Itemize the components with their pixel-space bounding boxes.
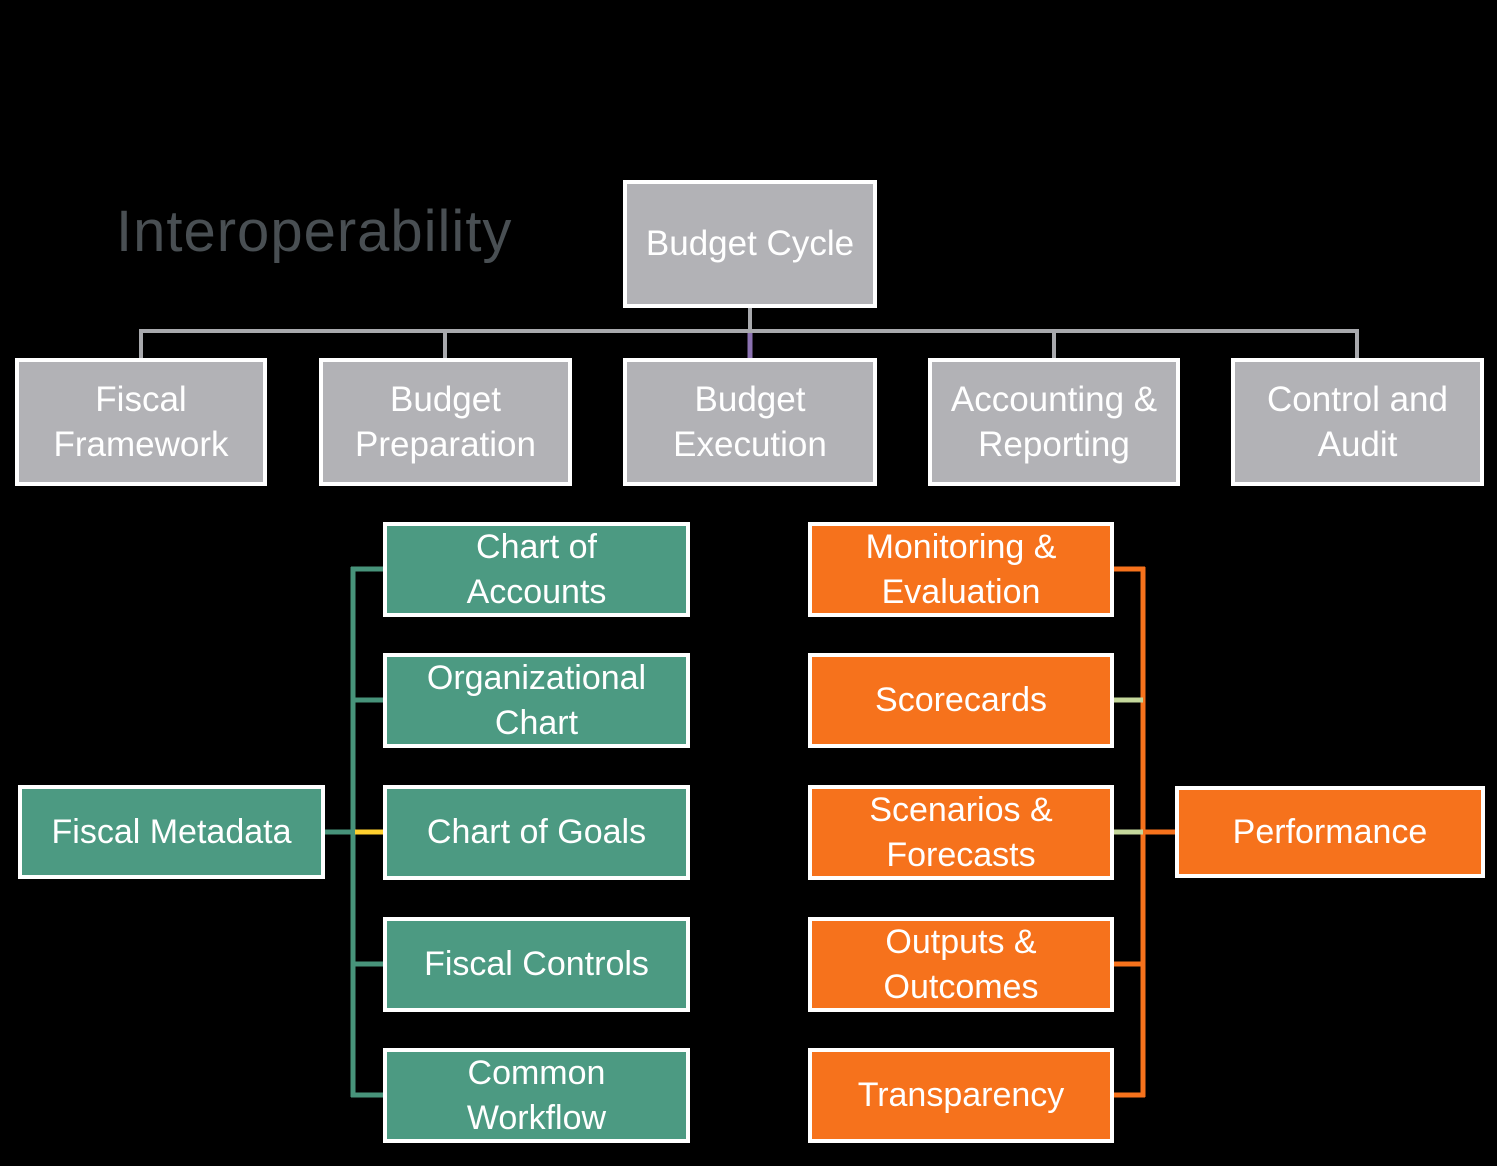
node-outputs-outcomes: Outputs & Outcomes xyxy=(808,917,1114,1012)
node-budget-preparation: Budget Preparation xyxy=(319,358,572,486)
node-budget-cycle-label: Budget Cycle xyxy=(645,224,855,264)
node-monitoring-evaluation: Monitoring & Evaluation xyxy=(808,522,1114,617)
node-fiscal-controls: Fiscal Controls xyxy=(383,917,690,1012)
node-fiscal-framework: Fiscal Framework xyxy=(15,358,267,486)
node-scorecards: Scorecards xyxy=(808,653,1114,748)
node-accounting-reporting-label: Accounting & Reporting xyxy=(950,379,1158,465)
node-monitoring-evaluation-label: Monitoring & Evaluation xyxy=(865,528,1057,611)
node-scenarios-forecasts: Scenarios & Forecasts xyxy=(808,785,1114,880)
node-budget-execution: Budget Execution xyxy=(623,358,877,486)
node-organizational-chart-label: Organizational Chart xyxy=(426,659,647,742)
node-common-workflow: Common Workflow xyxy=(383,1048,690,1143)
node-fiscal-framework-label: Fiscal Framework xyxy=(53,379,229,465)
node-control-audit-label: Control and Audit xyxy=(1267,379,1448,465)
node-chart-of-accounts: Chart of Accounts xyxy=(383,522,690,617)
node-common-workflow-label: Common Workflow xyxy=(466,1054,607,1137)
node-chart-of-goals: Chart of Goals xyxy=(383,785,690,880)
node-fiscal-metadata-label: Fiscal Metadata xyxy=(51,812,292,851)
node-transparency-label: Transparency xyxy=(857,1076,1065,1115)
node-fiscal-controls-label: Fiscal Controls xyxy=(424,945,649,984)
node-organizational-chart: Organizational Chart xyxy=(383,653,690,748)
node-budget-preparation-label: Budget Preparation xyxy=(355,379,536,465)
node-performance-label: Performance xyxy=(1232,812,1428,851)
node-accounting-reporting: Accounting & Reporting xyxy=(928,358,1180,486)
node-scenarios-forecasts-label: Scenarios & Forecasts xyxy=(869,791,1053,874)
node-scorecards-label: Scorecards xyxy=(875,681,1047,720)
diagram-title: Interoperability xyxy=(116,199,513,264)
node-chart-of-accounts-label: Chart of Accounts xyxy=(466,528,607,611)
node-performance: Performance xyxy=(1175,786,1485,878)
node-transparency: Transparency xyxy=(808,1048,1114,1143)
node-budget-cycle: Budget Cycle xyxy=(623,180,877,308)
node-budget-execution-label: Budget Execution xyxy=(673,379,827,465)
node-chart-of-goals-label: Chart of Goals xyxy=(426,813,647,852)
node-control-audit: Control and Audit xyxy=(1231,358,1484,486)
node-outputs-outcomes-label: Outputs & Outcomes xyxy=(883,923,1039,1006)
node-fiscal-metadata: Fiscal Metadata xyxy=(18,785,325,879)
